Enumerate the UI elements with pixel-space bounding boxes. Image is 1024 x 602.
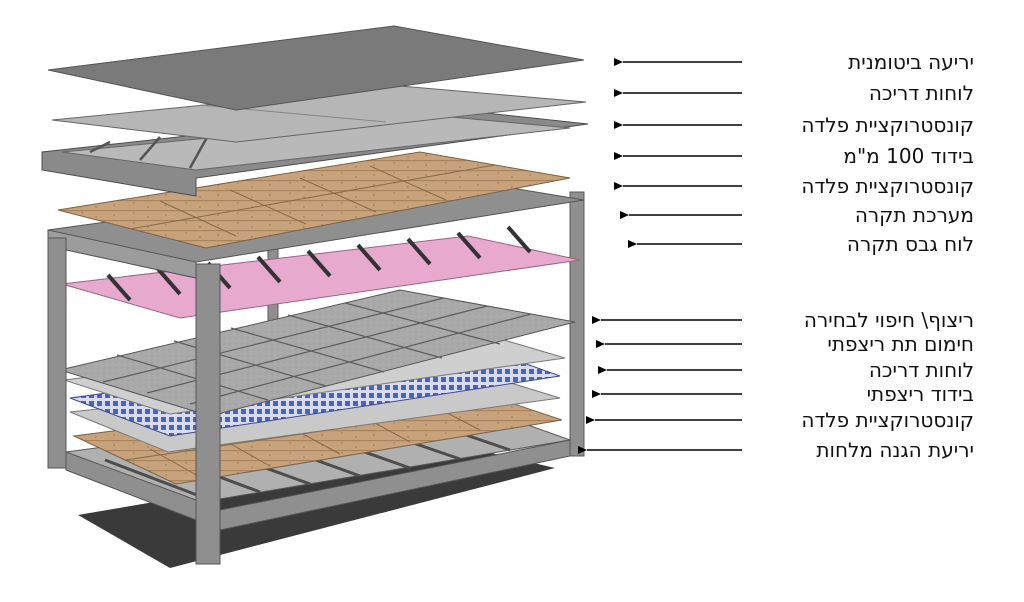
- label-steel-construction-3: קונסטרוקציית פלדה: [801, 408, 974, 432]
- floor-tile-grid: [102, 297, 532, 405]
- label-ceiling-system: מערכת תקרה: [854, 203, 974, 227]
- insulation-board-seams: [129, 164, 496, 237]
- ceiling-gypsum-board: [61, 235, 581, 319]
- ceiling-system-joists: [106, 225, 532, 302]
- label-steel-construction-2: קונסטרוקציית פלדה: [801, 174, 974, 198]
- label-insulation-100mm: בידוד 100 מ"מ: [843, 144, 974, 168]
- label-bitumen-membrane: יריעה ביטומנית: [848, 50, 974, 74]
- label-walking-boards-floor: לוחות דריכה: [868, 358, 974, 382]
- ceiling-insulation-boards: [57, 151, 571, 249]
- label-steel-construction-1: קונסטרוקציית פלדה: [801, 113, 974, 137]
- label-underfloor-heating: חימום תת ריצפתי: [827, 332, 974, 356]
- label-arrows: [578, 58, 742, 454]
- steel-frame-front: [47, 237, 571, 565]
- bitumen-membrane: [47, 25, 585, 111]
- label-floor-insulation: בידוד ריצפתי: [866, 382, 974, 406]
- label-ceiling-gypsum: לוח גבס תקרה: [846, 232, 974, 256]
- label-flooring-cladding: ריצוף\ חיפוי לבחירה: [803, 308, 974, 332]
- label-walking-boards-top: לוחות דריכה: [868, 81, 974, 105]
- label-moisture-barrier: יריעת הגנה מלחות: [816, 438, 974, 462]
